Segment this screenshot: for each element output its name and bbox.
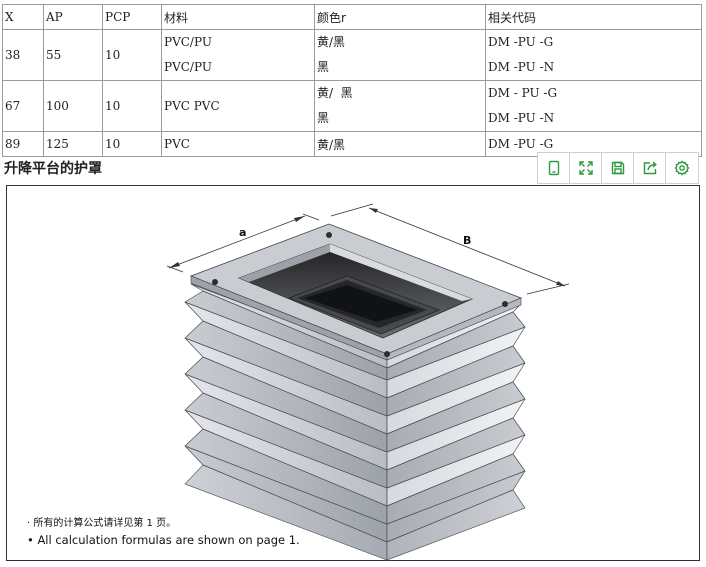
cell-pcp: 10 — [102, 131, 162, 157]
cell-x: 67 — [2, 80, 44, 132]
cell-color: 黄/黑 黑 — [314, 29, 486, 81]
table-row: 89 125 10 PVC 黄/黑 DM -PU -G — [2, 131, 702, 157]
cell-ap: 125 — [43, 131, 103, 157]
cell-ap: 55 — [43, 29, 103, 81]
cell-x: 89 — [2, 131, 44, 157]
code-line: DM -PU -N — [488, 60, 555, 74]
header-pcp: PCP — [102, 4, 162, 30]
cell-material: PVC/PU PVC/PU — [161, 29, 315, 81]
cell-color: 黄/黑 — [314, 131, 486, 157]
note-english: • All calculation formulas are shown on … — [27, 533, 300, 547]
save-button[interactable] — [602, 153, 634, 183]
color-line: 黄/黑 — [317, 35, 346, 49]
expand-icon — [578, 161, 593, 175]
header-color: 颜色r — [314, 4, 486, 30]
figure-notes: · 所有的计算公式请详见第 1 页。 • All calculation for… — [27, 514, 300, 547]
save-icon — [611, 161, 624, 175]
tablet-button[interactable] — [538, 153, 570, 183]
dimension-a-label: a — [239, 226, 246, 239]
cell-ap: 100 — [43, 80, 103, 132]
header-material: 材料 — [161, 4, 315, 30]
cell-code: DM - PU -G DM -PU -N — [485, 80, 702, 132]
material-line: PVC PVC — [164, 98, 220, 113]
code-line: DM -PU -N — [488, 111, 555, 125]
table-header-row: X AP PCP 材料 颜色r 相关代码 — [2, 4, 702, 30]
share-icon — [643, 161, 657, 175]
color-line: 黑 — [317, 60, 330, 74]
cell-material: PVC — [161, 131, 315, 157]
section-title: 升降平台的护罩 — [4, 161, 102, 177]
bellows-drawing: a B — [166, 203, 570, 561]
material-line: PVC/PU — [164, 60, 212, 74]
header-code: 相关代码 — [485, 4, 702, 30]
color-line: 黑 — [317, 111, 330, 125]
spec-table: X AP PCP 材料 颜色r 相关代码 38 55 10 PVC/PU PVC… — [2, 4, 702, 157]
code-line: DM -PU -G — [488, 35, 554, 49]
cell-pcp: 10 — [102, 29, 162, 81]
header-ap: AP — [43, 4, 103, 30]
image-toolbar — [537, 152, 699, 184]
cell-color: 黄/ 黑 黑 — [314, 80, 486, 132]
code-line: DM - PU -G — [488, 86, 558, 100]
material-line: PVC/PU — [164, 35, 212, 49]
settings-button[interactable] — [666, 153, 698, 183]
dimension-b-label: B — [463, 234, 471, 247]
header-x: X — [2, 4, 44, 30]
note-chinese: · 所有的计算公式请详见第 1 页。 — [27, 518, 177, 529]
table-row: 67 100 10 PVC PVC 黄/ 黑 黑 DM - PU -G DM -… — [2, 80, 702, 132]
cell-code: DM -PU -G DM -PU -N — [485, 29, 702, 81]
share-button[interactable] — [634, 153, 666, 183]
bellows-figure: a B · 所有的计算公式请详见第 1 页。 • All calculation… — [6, 185, 700, 561]
tablet-icon — [548, 160, 559, 176]
color-line: 黄/ 黑 — [317, 86, 353, 100]
cell-material: PVC PVC — [161, 80, 315, 132]
settings-icon — [674, 160, 690, 176]
expand-button[interactable] — [570, 153, 602, 183]
cell-x: 38 — [2, 29, 44, 81]
cell-pcp: 10 — [102, 80, 162, 132]
table-row: 38 55 10 PVC/PU PVC/PU 黄/黑 黑 DM -PU -G D… — [2, 29, 702, 81]
